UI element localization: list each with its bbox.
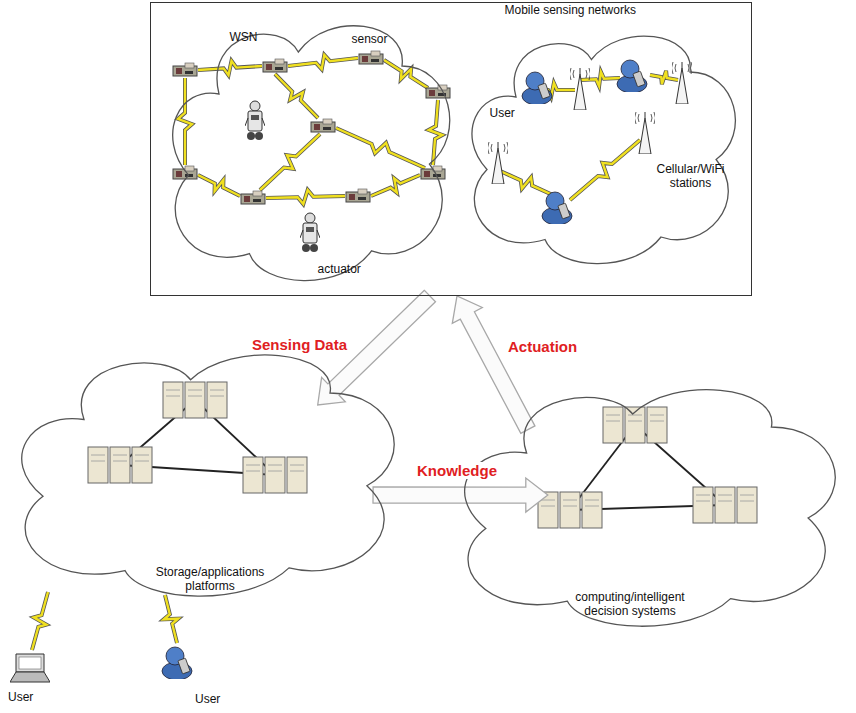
node-text: Storage/applications platforms <box>140 565 280 594</box>
user-label: User <box>195 692 220 706</box>
mobile-cloud: UserCellular/WiFi stations <box>458 22 748 272</box>
cloud-outline <box>458 22 748 272</box>
node-text: sensor <box>352 32 388 46</box>
node-text: actuator <box>318 262 361 276</box>
cloud-outline <box>158 10 463 290</box>
node-text: Mobile sensing networks <box>505 3 636 17</box>
node-text: WSN <box>230 30 258 44</box>
storage-cloud: Storage/applications platforms <box>2 340 412 605</box>
block-arrow <box>373 478 548 512</box>
wsn-cloud: WSN sensor actuator <box>158 10 463 290</box>
computing-cloud: computing/intelligent decision systems <box>445 375 853 635</box>
node-text: computing/intelligent decision systems <box>555 590 705 619</box>
block-arrow <box>452 296 535 433</box>
node-text: User <box>490 106 515 120</box>
edge-label: Sensing Data <box>250 336 349 353</box>
user-label: User <box>8 690 33 704</box>
network-frame: Mobile sensing networksWSN sensor actuator… <box>150 2 752 296</box>
edge-label: Actuation <box>506 338 579 355</box>
edge-label: Knowledge <box>415 462 499 479</box>
node-text: Cellular/WiFi stations <box>650 162 732 191</box>
